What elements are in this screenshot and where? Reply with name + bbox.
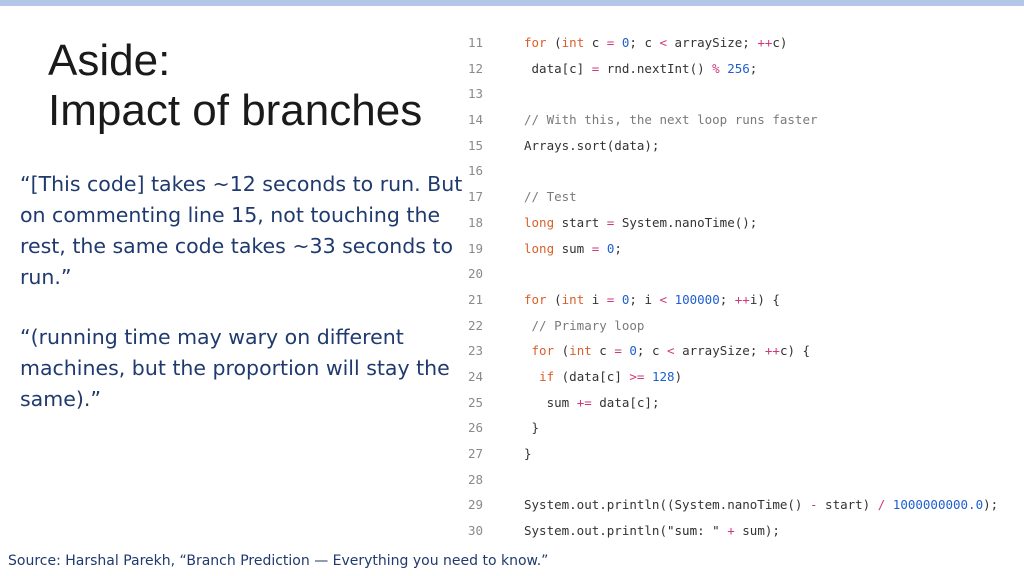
code-text: sum += data[c];	[524, 394, 660, 410]
quote2-line: machines, but the proportion will stay t…	[20, 356, 450, 380]
line-number: 20	[468, 266, 484, 282]
code-text: // Test	[524, 189, 577, 205]
code-text: for (int c = 0; c < arraySize; ++c) {	[531, 343, 811, 359]
line-number: 25	[468, 394, 484, 410]
line-number: 19	[468, 240, 484, 256]
line-number: 12	[468, 60, 484, 76]
code-line: 26 }	[462, 415, 1024, 441]
line-number: 17	[468, 189, 484, 205]
code-line: 14 // With this, the next loop runs faste…	[462, 107, 1024, 133]
quote1-line: on commenting line 15, not touching the	[20, 203, 441, 227]
quote1-line: “[This code] takes ~12 seconds to run. B…	[20, 172, 463, 196]
line-number: 22	[468, 317, 484, 333]
line-number: 14	[468, 112, 484, 128]
code-text: }	[524, 420, 540, 436]
line-number: 30	[468, 523, 484, 539]
source-citation: Source: Harshal Parekh, “Branch Predicti…	[8, 553, 549, 569]
code-line: 13	[462, 81, 1024, 107]
code-line: 17 // Test	[462, 184, 1024, 210]
code-line: 12 data[c] = rnd.nextInt() % 256;	[462, 56, 1024, 82]
top-accent-bar	[0, 0, 1024, 6]
code-text: data[c] = rnd.nextInt() % 256;	[524, 60, 758, 76]
code-line: 11 for (int c = 0; c < arraySize; ++c)	[462, 30, 1024, 56]
code-line: 21 for (int i = 0; i < 100000; ++i) {	[462, 287, 1024, 313]
quote-paragraph-2: “(running time may wary on different mac…	[20, 322, 460, 415]
line-number: 21	[468, 291, 484, 307]
quote1-line: rest, the same code takes ~33 seconds to	[20, 234, 454, 258]
line-number: 27	[468, 446, 484, 461]
line-number: 13	[468, 86, 484, 102]
code-text: // With this, the next loop runs faster	[524, 112, 818, 128]
code-line: 15 Arrays.sort(data);	[462, 133, 1024, 159]
code-line: 23 for (int c = 0; c < arraySize; ++c) {	[462, 338, 1024, 364]
code-text: }	[524, 446, 532, 461]
code-text: // Primary loop	[524, 317, 645, 333]
title-line-1: Aside:	[48, 36, 171, 85]
code-line: 19 long sum = 0;	[462, 236, 1024, 262]
line-number: 15	[468, 137, 484, 153]
code-listing: 11 for (int c = 0; c < arraySize; ++c) 12 …	[462, 30, 1024, 544]
code-text: long sum = 0;	[524, 240, 622, 256]
quote2-line: “(running time may wary on different	[20, 325, 404, 349]
code-line: 25 sum += data[c];	[462, 390, 1024, 416]
code-text: System.out.println((System.nanoTime() - …	[524, 497, 999, 513]
line-number: 18	[468, 214, 484, 230]
code-line: 18 long start = System.nanoTime();	[462, 210, 1024, 236]
code-text: Arrays.sort(data);	[524, 137, 660, 153]
line-number: 24	[468, 368, 484, 384]
line-number: 29	[468, 497, 484, 513]
code-line: 28	[462, 467, 1024, 493]
code-line: 29 System.out.println((System.nanoTime() …	[462, 492, 1024, 518]
line-number: 28	[468, 471, 484, 487]
quote2-line: same).”	[20, 387, 101, 411]
line-number: 26	[468, 420, 484, 436]
code-line: 24 if (data[c] >= 128)	[462, 364, 1024, 390]
code-line: 16	[462, 158, 1024, 184]
line-number: 11	[468, 35, 484, 50]
quote-paragraph-1: “[This code] takes ~12 seconds to run. B…	[20, 169, 463, 293]
code-line: 30 System.out.println("sum: " + sum);	[462, 518, 1024, 544]
code-text: long start = System.nanoTime();	[524, 214, 758, 230]
slide-title: Aside: Impact of branches	[48, 36, 422, 136]
code-line: 27}	[462, 441, 1024, 467]
code-text: for (int i = 0; i < 100000; ++i) {	[524, 291, 780, 307]
line-number: 16	[468, 163, 484, 179]
code-line: 20	[462, 261, 1024, 287]
line-number: 23	[468, 343, 484, 359]
code-text: for (int c = 0; c < arraySize; ++c)	[524, 35, 788, 50]
code-text: System.out.println("sum: " + sum);	[524, 523, 780, 539]
code-text: if (data[c] >= 128)	[539, 368, 683, 384]
code-line: 22 // Primary loop	[462, 313, 1024, 339]
quote1-line: run.”	[20, 265, 72, 289]
title-line-2: Impact of branches	[48, 86, 423, 135]
